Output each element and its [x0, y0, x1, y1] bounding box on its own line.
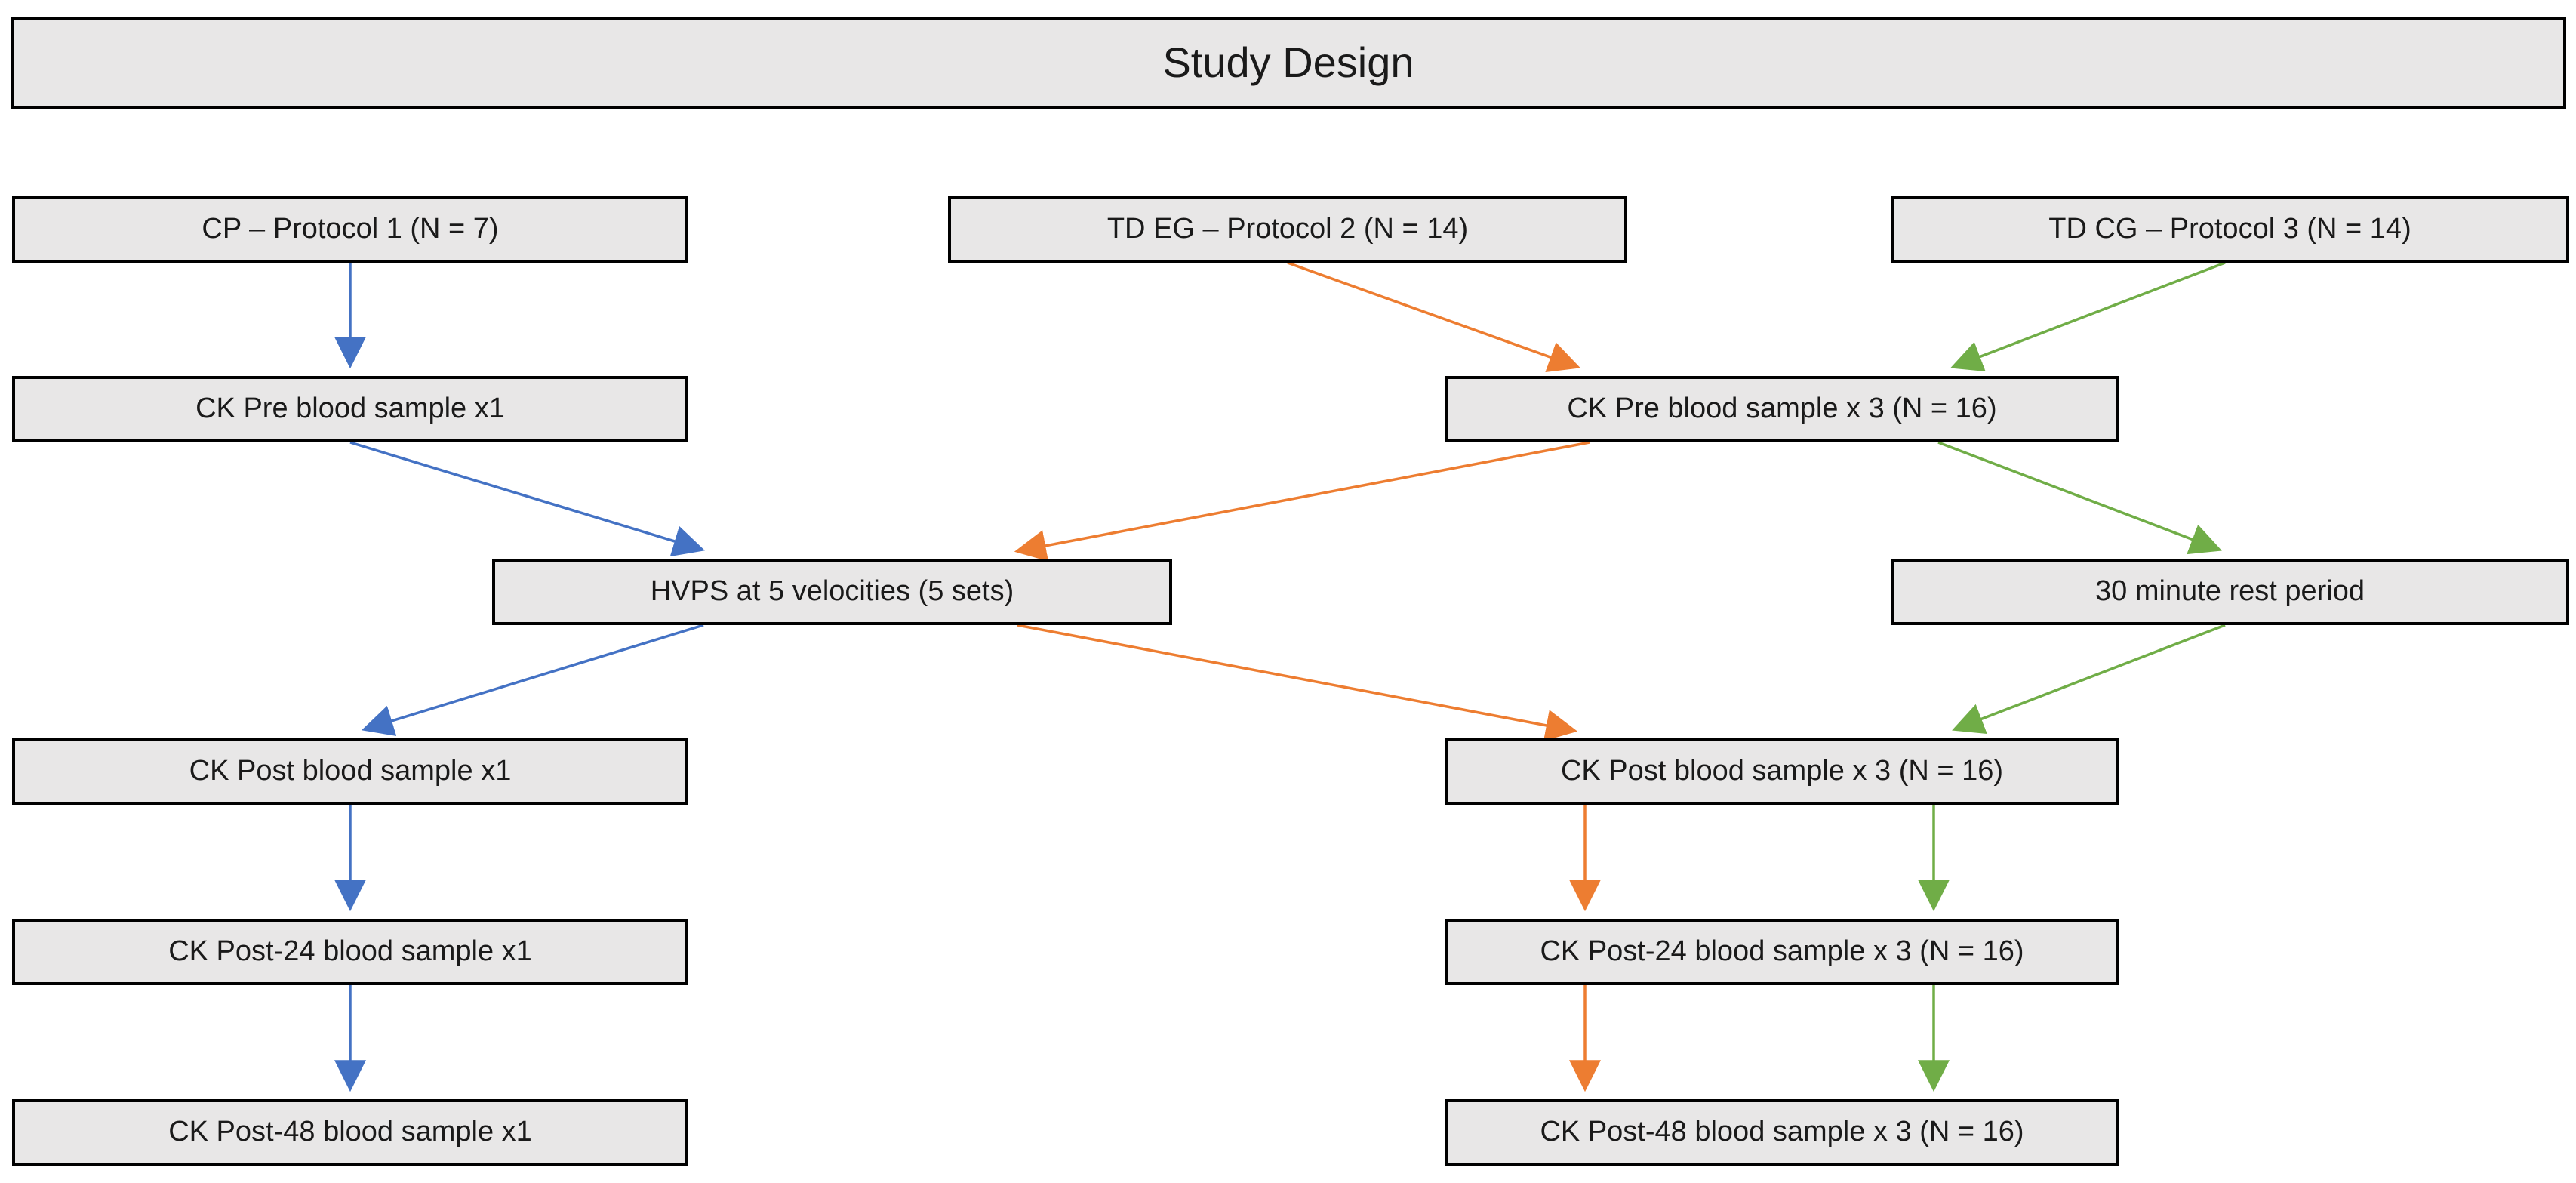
arrow-hvps-to-ck-post-x1	[361, 624, 704, 736]
node-ck-post24-x1: CK Post-24 blood sample x1	[12, 919, 688, 985]
node-label: TD EG – Protocol 2 (N = 14)	[1106, 213, 1469, 245]
node-ck-pre-x3: CK Pre blood sample x 3 (N = 16)	[1445, 376, 2119, 442]
arrow-td-eg-to-ck-pre-x3	[1287, 261, 1580, 372]
arrow-ck-pre-x3-to-hvps	[1014, 441, 1590, 562]
arrow-rest-to-ck-post-x3	[1952, 624, 2226, 734]
node-label: CK Post blood sample x 3 (N = 16)	[1560, 755, 2004, 787]
node-label: CK Post-24 blood sample x 3 (N = 16)	[1540, 935, 2024, 968]
node-label: CP – Protocol 1 (N = 7)	[202, 213, 499, 245]
node-label: CK Post-24 blood sample x1	[168, 935, 532, 968]
node-ck-post48-x3: CK Post-48 blood sample x 3 (N = 16)	[1445, 1099, 2119, 1166]
node-td-eg-protocol-2: TD EG – Protocol 2 (N = 14)	[948, 196, 1627, 263]
node-ck-pre-x1: CK Pre blood sample x1	[12, 376, 688, 442]
node-label: CK Pre blood sample x 3 (N = 16)	[1567, 393, 1997, 425]
node-ck-post-x1: CK Post blood sample x1	[12, 738, 688, 805]
node-ck-post48-x1: CK Post-48 blood sample x1	[12, 1099, 688, 1166]
node-label: HVPS at 5 velocities (5 sets)	[650, 575, 1014, 608]
node-cp-protocol-1: CP – Protocol 1 (N = 7)	[12, 196, 688, 263]
node-ck-post24-x3: CK Post-24 blood sample x 3 (N = 16)	[1445, 919, 2119, 985]
node-label: CK Pre blood sample x1	[195, 393, 505, 425]
diagram-title-text: Study Design	[1162, 39, 1414, 87]
diagram-title: Study Design	[11, 17, 2566, 109]
node-ck-post-x3: CK Post blood sample x 3 (N = 16)	[1445, 738, 2119, 805]
arrow-hvps-to-ck-post-x3	[1017, 624, 1578, 741]
node-label: CK Post-48 blood sample x1	[168, 1116, 532, 1148]
node-label: TD CG – Protocol 3 (N = 14)	[2048, 213, 2411, 245]
node-label: CK Post-48 blood sample x 3 (N = 16)	[1540, 1116, 2024, 1148]
node-hvps: HVPS at 5 velocities (5 sets)	[492, 559, 1172, 625]
node-td-cg-protocol-3: TD CG – Protocol 3 (N = 14)	[1891, 196, 2569, 263]
node-30-minute-rest: 30 minute rest period	[1891, 559, 2569, 625]
node-label: 30 minute rest period	[2095, 575, 2365, 608]
node-label: CK Post blood sample x1	[189, 755, 512, 787]
arrow-ck-pre-x3-to-rest	[1937, 441, 2222, 555]
arrow-ck-pre-x1-to-hvps	[349, 441, 706, 557]
arrow-td-cg-to-ck-pre-x3	[1950, 261, 2226, 372]
